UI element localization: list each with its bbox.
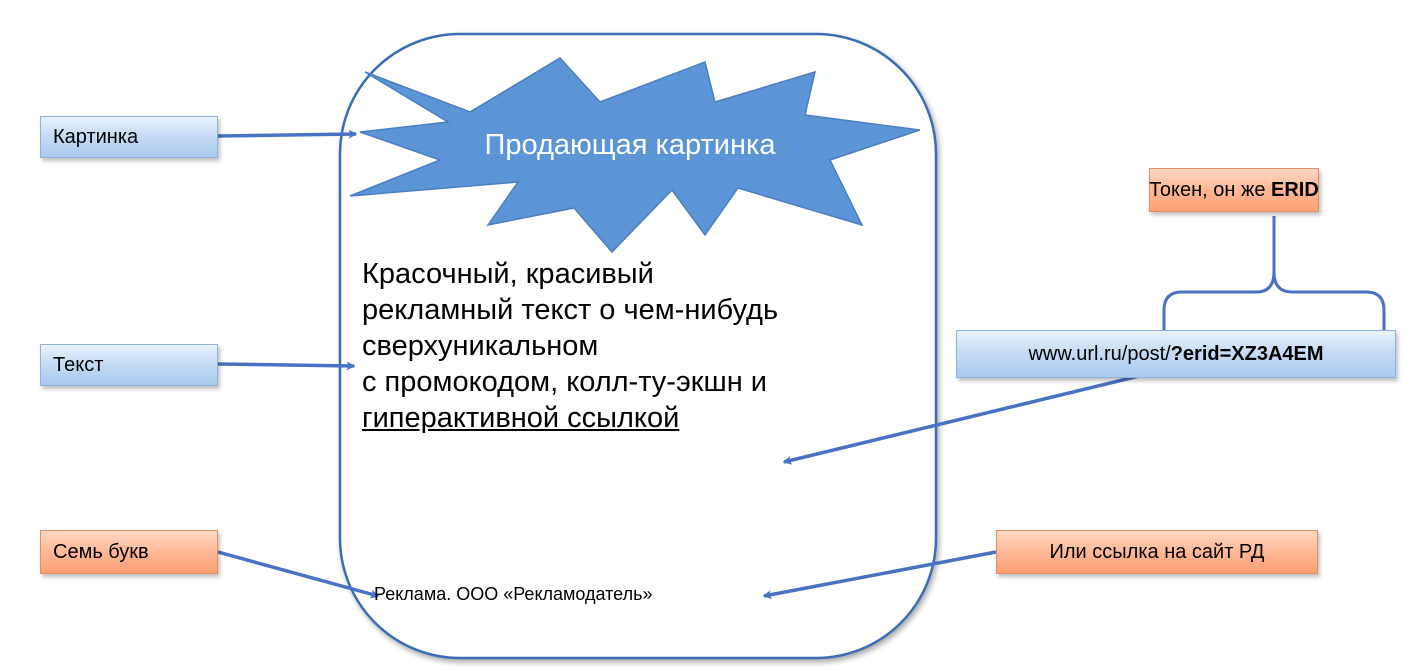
label-token-prefix: Токен, он же — [1149, 178, 1272, 201]
ad-text-line: Красочный, красивый — [362, 258, 654, 290]
label-ili-ssylka-text: Или ссылка на сайт РД — [1049, 540, 1265, 563]
arrow-url-to-link — [782, 368, 1165, 465]
label-tekst-text: Текст — [53, 353, 104, 376]
arrow-ili-ssylka — [762, 550, 997, 600]
arrow-tekst — [217, 361, 356, 371]
label-sem-bukv-text: Семь букв — [53, 540, 149, 563]
starburst-caption: Продающая картинка — [484, 129, 776, 161]
label-ili-ssylka: Или ссылка на сайт РД — [996, 530, 1318, 574]
label-token-erid: Токен, он же ERID — [1149, 168, 1319, 212]
arrow-kartinka — [217, 129, 358, 139]
label-url-erid: ?erid=XZ3A4EM — [1170, 342, 1324, 365]
label-kartinka-text: Картинка — [53, 125, 139, 148]
label-tekst: Текст — [40, 344, 218, 386]
label-url: www.url.ru/post/?erid=XZ3A4EM — [956, 330, 1396, 378]
ad-text-line: рекламный текст о чем-нибудь — [362, 294, 779, 326]
ad-hyperlink[interactable]: гиперактивной ссылкой — [362, 402, 680, 434]
token-brace — [1162, 216, 1386, 368]
label-kartinka: Картинка — [40, 116, 218, 158]
label-url-prefix: www.url.ru/post/ — [1028, 342, 1171, 365]
ad-text-line: с промокодом, колл-ту-экшн и — [362, 366, 767, 398]
ad-text-line: сверхуникальном — [362, 330, 599, 362]
arrow-sem-bukv — [217, 550, 380, 599]
label-token-bold: ERID — [1271, 178, 1319, 201]
starburst-shape — [349, 57, 921, 254]
ad-footer-disclaimer: Реклама. ООО «Рекламодатель» — [374, 584, 653, 604]
label-sem-bukv: Семь букв — [40, 530, 218, 574]
ad-body-text: Красочный, красивый рекламный текст о че… — [362, 256, 922, 436]
